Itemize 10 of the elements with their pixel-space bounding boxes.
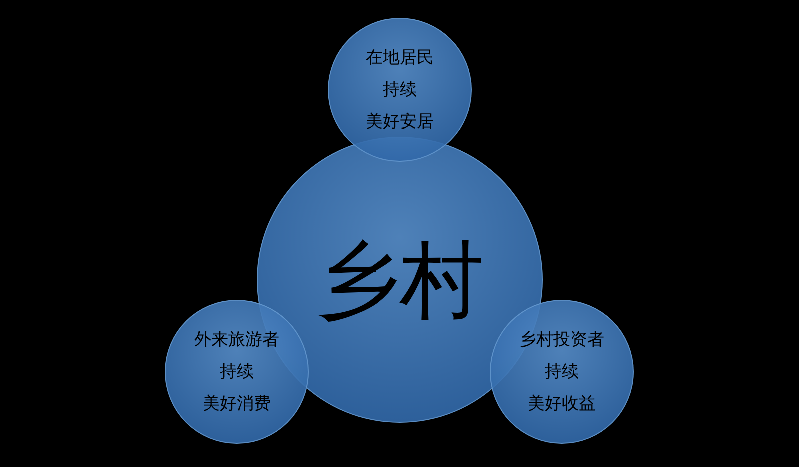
circle-text: 外来旅游者 — [194, 332, 280, 348]
circle-text: 美好安居 — [366, 114, 434, 130]
circle-text: 持续 — [220, 364, 254, 380]
circle-text: 持续 — [545, 364, 579, 380]
circle-text: 乡村投资者 — [520, 332, 604, 348]
circle-text: 美好收益 — [528, 396, 596, 412]
circle-text: 美好消费 — [203, 396, 271, 412]
circle-text: 持续 — [383, 82, 417, 98]
circle-title: 乡村 — [316, 238, 484, 322]
circle-text: 在地居民 — [366, 50, 434, 66]
